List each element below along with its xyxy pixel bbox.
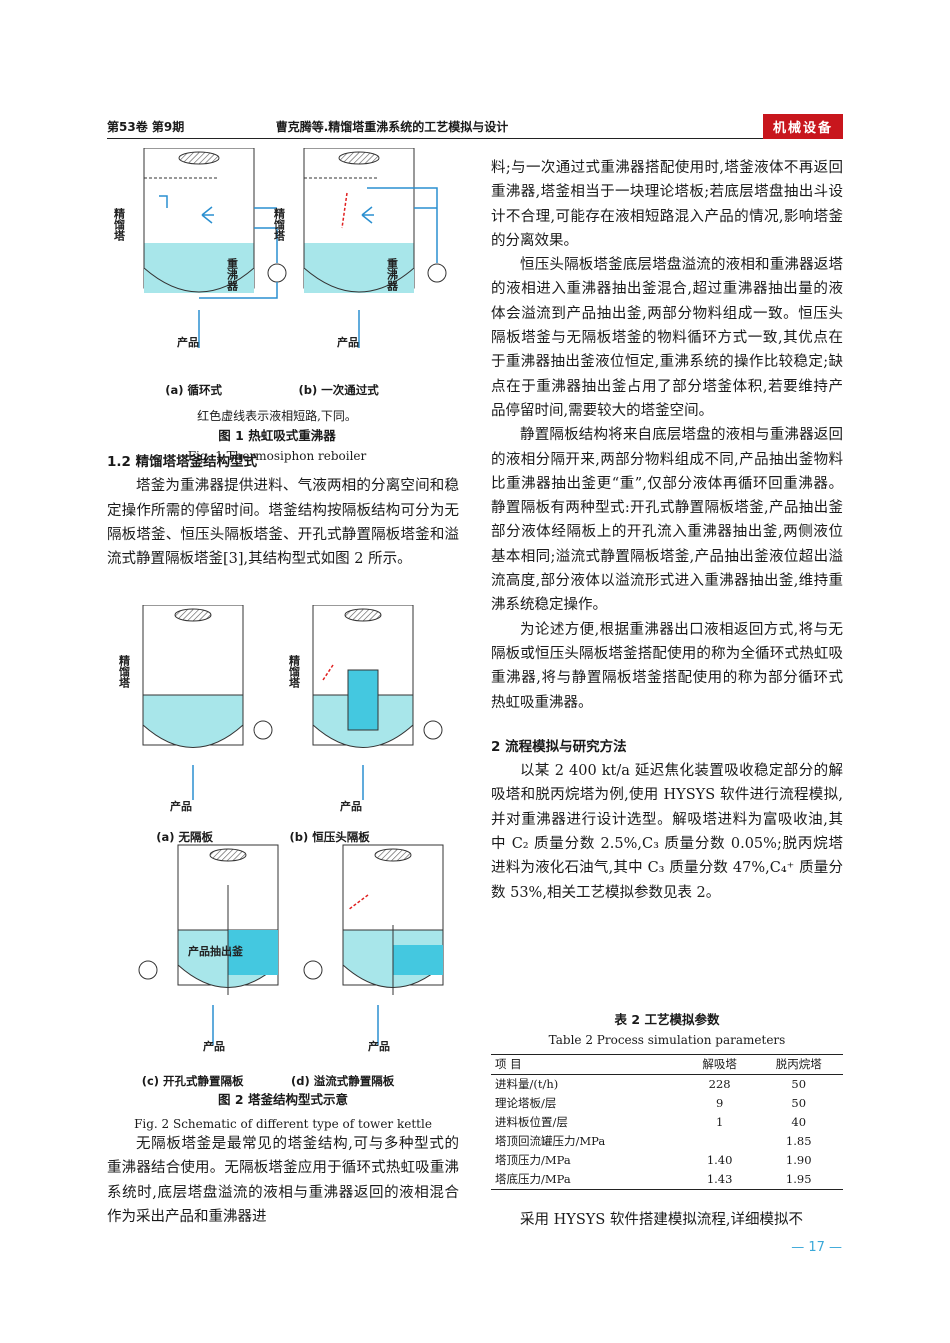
- page-number: — 17 —: [791, 1240, 842, 1255]
- cell: 1.43: [706, 1172, 733, 1186]
- fig1-sub-b: (b) 一次通过式: [298, 383, 379, 397]
- cell: 塔底压力/MPa: [495, 1172, 571, 1186]
- table-header: 项 目: [495, 1057, 522, 1071]
- table-row: 塔顶压力/MPa 1.40 1.90: [491, 1151, 843, 1170]
- cell: 40: [791, 1115, 807, 1129]
- cell: 1.40: [706, 1153, 733, 1167]
- kettle-c: 产品抽出釜 产品: [138, 844, 279, 1053]
- cell: 50: [791, 1077, 807, 1091]
- header-title: 曹克腾等.精馏塔重沸系统的工艺模拟与设计: [275, 120, 509, 134]
- cell: 1.95: [785, 1172, 812, 1186]
- section-2-heading: 2 流程模拟与研究方法: [491, 738, 627, 755]
- cell: 进料板位置/层: [495, 1115, 568, 1129]
- fig2a-product: 产品: [170, 799, 192, 813]
- figure-2-diagram: 精馏塔 产品 精馏塔 产品 产品抽出釜 产品 产品: [118, 604, 444, 1053]
- cell: 228: [708, 1077, 731, 1091]
- running-header: 第53卷 第9期 曹克腾等.精馏塔重沸系统的工艺模拟与设计 机械设备: [107, 114, 843, 139]
- fig2b-tower: 精馏塔: [288, 654, 301, 689]
- table-row: 进料板位置/层 1 40: [491, 1113, 843, 1132]
- figure-2: 精馏塔 产品 精馏塔 产品 产品抽出釜 产品 产品 (a) 无隔板 (b) 恒: [118, 604, 448, 1135]
- tower-b: 精馏塔 重沸器 产品: [273, 147, 447, 349]
- cell: 1.90: [785, 1153, 812, 1167]
- kettle-a: 精馏塔 产品: [118, 604, 273, 813]
- volume-issue: 第53卷 第9期: [107, 120, 185, 134]
- product-label-a: 产品: [177, 335, 199, 349]
- right-paragraph-5: 以某 2 400 kt/a 延迟焦化装置吸收稳定部分的解吸塔和脱丙烷塔为例,使用…: [491, 763, 843, 901]
- table2-caption: 表 2 工艺模拟参数: [614, 1012, 720, 1027]
- reboiler-label-a: 重沸器: [226, 257, 240, 292]
- left-paragraph-1: 塔釜为重沸器提供进料、气液两相的分离空间和稳定操作所需的停留时间。塔釜结构按隔板…: [107, 478, 459, 568]
- fig2a-tower: 精馏塔: [118, 654, 131, 689]
- journal-badge: 机械设备: [762, 114, 843, 139]
- fig2-sub-a: (a) 无隔板: [156, 830, 214, 844]
- fig2-sub-b: (b) 恒压头隔板: [289, 830, 370, 844]
- table-row: 理论塔板/层 9 50: [491, 1094, 843, 1113]
- tower-a: 精馏塔 重沸器 产品: [113, 147, 287, 349]
- table-row: 塔底压力/MPa 1.43 1.95: [491, 1170, 843, 1190]
- table-header: 脱丙烷塔: [775, 1057, 822, 1071]
- right-column: 料;与一次通过式重沸器搭配使用时,塔釜液体不再返回重沸器,塔釜相当于一块理论塔板…: [491, 156, 843, 905]
- cell: 塔顶回流罐压力/MPa: [495, 1134, 606, 1148]
- fig2c-product-pot: 产品抽出釜: [188, 944, 244, 958]
- tower-label-b: 精馏塔: [273, 207, 286, 242]
- table-2: 表 2 工艺模拟参数 Table 2 Process simulation pa…: [491, 1010, 843, 1190]
- cell: 1: [715, 1115, 724, 1129]
- fig1-caption: 图 1 热虹吸式重沸器: [218, 428, 336, 443]
- cell: [685, 1132, 755, 1151]
- product-label-b: 产品: [337, 335, 359, 349]
- fig1-caption-en: Fig. 1 Thermosiphon reboiler: [187, 449, 367, 463]
- fig2-sub-c: (c) 开孔式静置隔板: [141, 1074, 244, 1088]
- reboiler-label-b: 重沸器: [386, 257, 400, 292]
- fig2d-product: 产品: [368, 1039, 390, 1053]
- left-paragraph-2: 无隔板塔釜是最常见的塔釜结构,可与多种型式的重沸器结合使用。无隔板塔釜应用于循环…: [107, 1136, 459, 1225]
- fig1-sub-a: (a) 循环式: [165, 383, 223, 397]
- kettle-b: 精馏塔 产品: [288, 604, 443, 813]
- right-paragraph-3: 静置隔板结构将来自底层塔盘的液相与重沸器返回的液相分隔开来,两部分物料组成不同,…: [491, 427, 843, 614]
- tower-label-a: 精馏塔: [113, 207, 126, 242]
- right-paragraph-2: 恒压头隔板塔釜底层塔盘溢流的液相和重沸器返塔的液相进入重沸器抽出釜混合,超过重沸…: [491, 257, 843, 419]
- figure-1: 精馏塔 重沸器 产品 精馏塔 重沸器 产品 (a) 循环式 (b) 一次通过式 …: [107, 147, 447, 463]
- cell: 进料量/(t/h): [495, 1077, 559, 1091]
- table2-caption-en: Table 2 Process simulation parameters: [548, 1033, 786, 1047]
- left-column-top: 1.2 精馏塔塔釜结构型式 塔釜为重沸器提供进料、气液两相的分离空间和稳定操作所…: [107, 450, 459, 571]
- right-paragraph-4: 为论述方便,根据重沸器出口液相返回方式,将与无隔板或恒压头隔板塔釜搭配使用的称为…: [491, 621, 843, 711]
- cell: 1.85: [785, 1134, 812, 1148]
- fig2b-product: 产品: [340, 799, 362, 813]
- fig1-note: 红色虚线表示液相短路,下同。: [197, 409, 357, 423]
- cell: 塔顶压力/MPa: [495, 1153, 571, 1167]
- cell: 50: [791, 1096, 807, 1110]
- left-column-bottom: 无隔板塔釜是最常见的塔釜结构,可与多种型式的重沸器结合使用。无隔板塔釜应用于循环…: [107, 1132, 459, 1229]
- right-paragraph-6: 采用 HYSYS 软件搭建模拟流程,详细模拟不: [520, 1212, 803, 1228]
- table-row: 塔顶回流罐压力/MPa 1.85: [491, 1132, 843, 1151]
- right-paragraph-1: 料;与一次通过式重沸器搭配使用时,塔釜液体不再返回重沸器,塔釜相当于一块理论塔板…: [491, 160, 843, 249]
- figure-1-diagram: 精馏塔 重沸器 产品 精馏塔 重沸器 产品: [113, 147, 447, 349]
- table-header: 解吸塔: [702, 1057, 737, 1071]
- fig2-sub-d: (d) 溢流式静置隔板: [291, 1074, 395, 1088]
- section-1-2-heading: 1.2 精馏塔塔釜结构型式: [107, 454, 258, 470]
- fig2-caption: 图 2 塔釜结构型式示意: [218, 1092, 348, 1107]
- parameters-table: 项 目 解吸塔 脱丙烷塔 进料量/(t/h) 228 50 理论塔板/层 9 50 进料…: [491, 1054, 843, 1190]
- kettle-d: 产品: [303, 844, 444, 1053]
- fig2c-product: 产品: [203, 1039, 225, 1053]
- table-row: 进料量/(t/h) 228 50: [491, 1075, 843, 1095]
- cell: 理论塔板/层: [495, 1096, 557, 1110]
- right-column-bottom: 采用 HYSYS 软件搭建模拟流程,详细模拟不: [491, 1208, 843, 1232]
- cell: 9: [715, 1096, 724, 1110]
- fig2-caption-en: Fig. 2 Schematic of different type of to…: [134, 1117, 432, 1131]
